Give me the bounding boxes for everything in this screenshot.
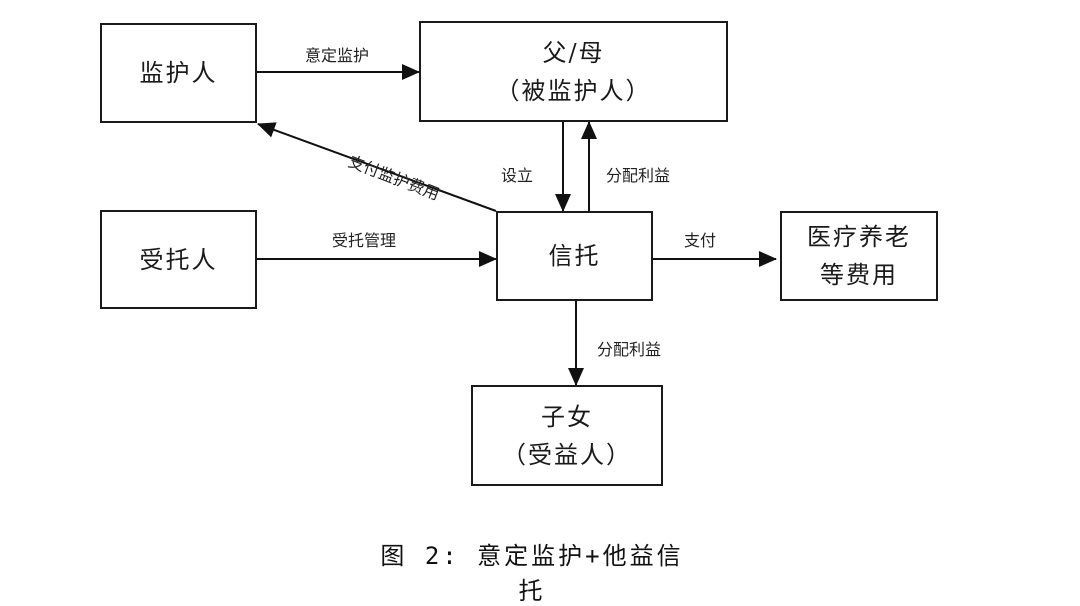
- node-trust: 信托: [496, 211, 653, 301]
- connector-lines: [256, 64, 777, 386]
- arrow-trust-to-guardian: [257, 122, 497, 212]
- edge-label-trust-to-children: 分配利益: [597, 340, 662, 359]
- node-children-label: 子女: [541, 402, 593, 431]
- edge-label-trust-to-expenses: 支付: [684, 231, 717, 250]
- cut-off-text-line: [80, 578, 680, 586]
- node-children: 子女 （受益人）: [471, 385, 663, 486]
- node-parent-sublabel: （被监护人）: [495, 76, 652, 105]
- node-expenses: 医疗养老 等费用: [780, 211, 938, 301]
- node-expenses-sublabel: 等费用: [820, 261, 898, 289]
- node-guardian: 监护人: [100, 23, 257, 123]
- node-parent-label: 父/母: [542, 38, 605, 67]
- edge-label-guardian-to-parent: 意定监护: [305, 46, 370, 65]
- node-trust-label: 信托: [548, 242, 601, 270]
- node-trustee: 受托人: [100, 210, 257, 309]
- node-children-sublabel: （受益人）: [502, 440, 632, 469]
- node-guardian-label: 监护人: [139, 59, 218, 87]
- edge-label-trustee-to-trust: 受托管理: [332, 231, 397, 250]
- edge-label-parent-to-trust: 设立: [501, 166, 534, 185]
- node-parent: 父/母 （被监护人）: [419, 21, 728, 122]
- edge-label-trust-to-parent: 分配利益: [606, 166, 671, 185]
- figure-caption: 图 2: 意定监护+他益信托: [380, 542, 684, 605]
- node-expenses-label: 医疗养老: [807, 223, 911, 251]
- node-trustee-label: 受托人: [139, 245, 218, 274]
